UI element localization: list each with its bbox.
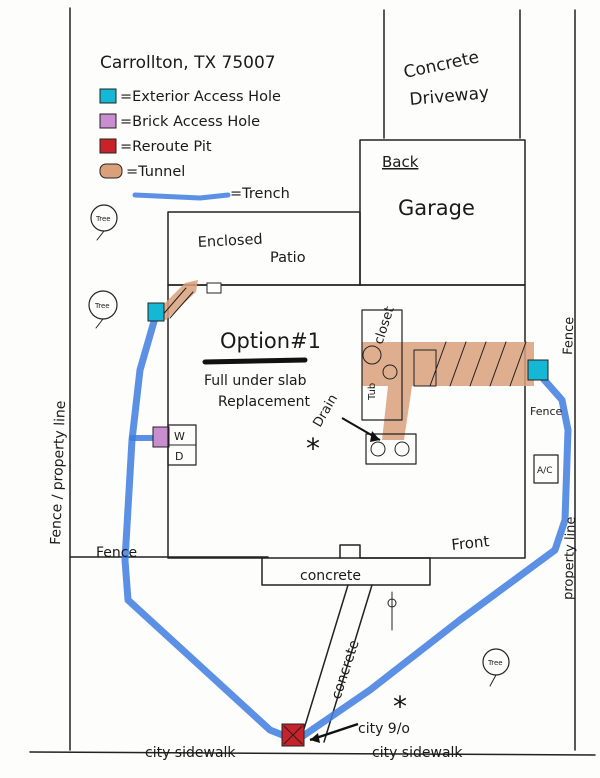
legend-brick-swatch bbox=[99, 113, 117, 129]
left-fence-property-label: Fence / property line bbox=[48, 400, 69, 545]
front-porch bbox=[261, 544, 431, 586]
walkway-left-edge bbox=[299, 584, 349, 743]
option-underline bbox=[202, 357, 308, 365]
ac-label: A/C bbox=[537, 466, 552, 476]
trench-right bbox=[296, 371, 572, 742]
option-label: Option#1 bbox=[220, 329, 321, 353]
city-sidewalk-left-label: city sidewalk bbox=[145, 745, 236, 761]
tunnel-main bbox=[362, 342, 534, 386]
tree-3 bbox=[482, 648, 510, 687]
sidewalk-line bbox=[29, 751, 596, 756]
exterior-access-hole-right bbox=[527, 359, 549, 381]
driveway-label-1: Concrete bbox=[402, 47, 481, 82]
legend-tunnel-text: =Tunnel bbox=[126, 164, 185, 180]
legend-tunnel-swatch bbox=[99, 163, 123, 179]
ac-unit bbox=[533, 454, 559, 484]
front-label: Front bbox=[451, 532, 491, 554]
legend-trench-swatch bbox=[132, 192, 231, 201]
sink-bowl-right bbox=[394, 441, 410, 457]
asterisk-drain-marker: * bbox=[306, 432, 320, 465]
tree-1 bbox=[90, 204, 118, 241]
concrete-porch-label: concrete bbox=[300, 568, 361, 584]
fixture-circle bbox=[362, 345, 382, 365]
legend-pit-swatch bbox=[99, 138, 117, 154]
bottom-left-fence-label: Fence bbox=[96, 545, 137, 561]
sink-cabinet bbox=[365, 433, 417, 465]
concrete-walk-label: concrete bbox=[329, 638, 363, 701]
replacement-label: Replacement bbox=[218, 394, 311, 410]
arrow-head bbox=[370, 431, 380, 442]
back-label: Back bbox=[382, 153, 419, 171]
drain-label: Drain bbox=[310, 392, 341, 430]
enclosed-patio bbox=[167, 211, 361, 286]
sink-bowl-left bbox=[370, 441, 386, 457]
legend-address: Carrollton, TX 75007 bbox=[100, 53, 276, 73]
legend-exterior-text: =Exterior Access Hole bbox=[120, 89, 281, 105]
city-sidewalk-right-label: city sidewalk bbox=[372, 745, 463, 761]
tree-3-label: Tree bbox=[487, 659, 503, 667]
trench-left bbox=[121, 314, 294, 742]
closet bbox=[361, 309, 403, 421]
legend-pit-text: =Reroute Pit bbox=[120, 139, 212, 155]
legend-exterior-swatch bbox=[99, 88, 117, 104]
right-property-line-label: property line bbox=[561, 516, 579, 600]
arrow-head bbox=[310, 733, 320, 743]
tunnel-hatching bbox=[159, 287, 527, 387]
exterior-access-hole-left bbox=[147, 302, 165, 322]
asterisk-sidewalk-marker: * bbox=[393, 690, 407, 723]
legend-brick-text: =Brick Access Hole bbox=[120, 114, 260, 130]
closet-label: closet bbox=[372, 305, 398, 346]
fixture-circle bbox=[382, 364, 398, 380]
washer-label: W bbox=[174, 430, 185, 443]
tree-2-label: Tree bbox=[94, 302, 110, 310]
tunnel-branch bbox=[382, 386, 412, 440]
enclosed-label: Enclosed bbox=[197, 232, 263, 251]
driveway-label-2: Driveway bbox=[409, 83, 490, 110]
reroute-pit-x bbox=[283, 725, 303, 745]
tub-label: Tub bbox=[367, 383, 378, 401]
legend-trench-text: =Trench bbox=[230, 186, 290, 202]
right-fence-label: Fence bbox=[561, 316, 577, 355]
patio-label: Patio bbox=[270, 250, 306, 266]
house-outline bbox=[167, 284, 526, 559]
tree-2 bbox=[88, 290, 118, 329]
brick-access-hole bbox=[152, 426, 170, 448]
patio-fixture bbox=[206, 282, 222, 294]
tree-1-label: Tree bbox=[95, 215, 111, 223]
toilet bbox=[413, 349, 437, 387]
garage-label: Garage bbox=[398, 196, 475, 220]
small-fence-label: Fence bbox=[530, 405, 563, 418]
city-io-label: city 9/o bbox=[358, 721, 410, 737]
dryer-label: D bbox=[175, 450, 183, 463]
full-under-slab-label: Full under slab bbox=[204, 373, 307, 389]
